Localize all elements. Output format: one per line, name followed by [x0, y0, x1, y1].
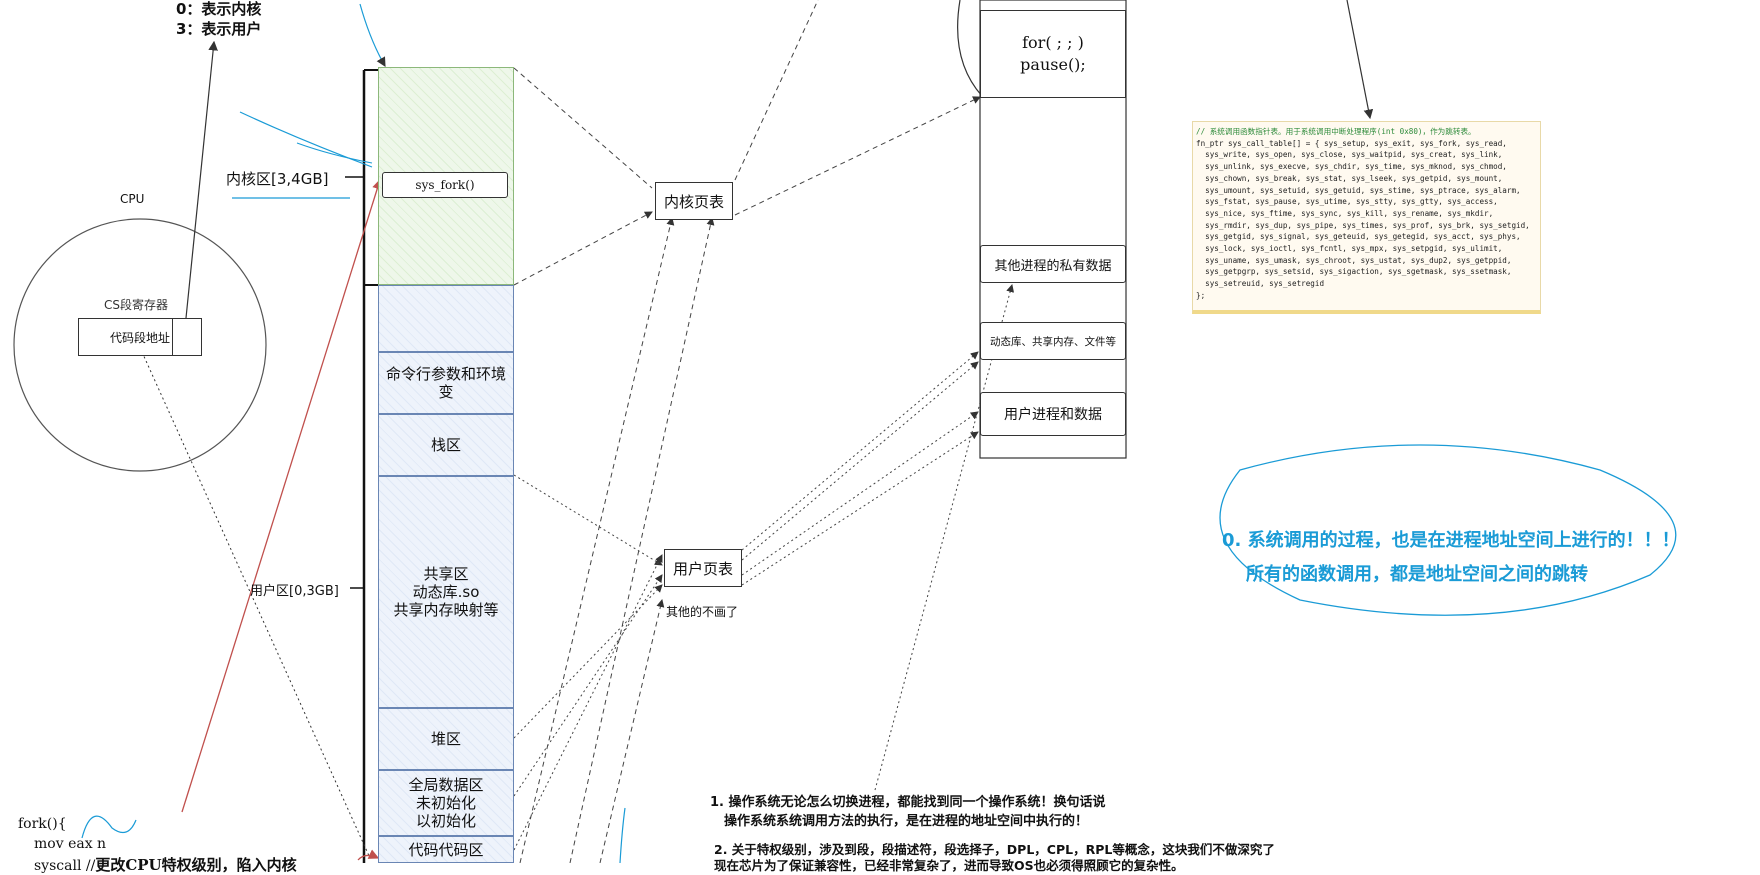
code-line: sys_umount, sys_setuid, sys_getuid, sys_… — [1196, 185, 1521, 195]
idle-loop-block: for( ; ; ) pause(); — [980, 10, 1126, 98]
sys-fork-block: sys_fork() — [382, 172, 508, 198]
note-2-line-1: 2. 关于特权级别，涉及到段，段描述符，段选择子，DPL，CPL，RPL等概念，… — [714, 842, 1275, 857]
shared-label-1: 共享区 — [423, 565, 469, 583]
user-page-table-label: 用户页表 — [672, 559, 733, 578]
cs-register-label: CS段寄存器 — [104, 298, 168, 312]
fork-code-comment: 更改CPU特权级别，陷入内核 — [95, 856, 297, 874]
sys-fork-label: sys_fork() — [415, 178, 475, 192]
register-divider — [172, 318, 173, 356]
heap-label: 堆区 — [430, 730, 461, 748]
code-line: sys_write, sys_open, sys_close, sys_wait… — [1196, 150, 1503, 160]
code-address-label: 代码段地址 — [109, 330, 170, 345]
kernel-page-table-label: 内核页表 — [663, 192, 724, 211]
shared-segment: 共享区 动态库.so 共享内存映射等 — [378, 476, 514, 708]
global-data-label-3: 以初始化 — [415, 812, 476, 830]
code-segment-label: 代码代码区 — [408, 840, 484, 859]
code-comment: // 系统调用函数指针表。用于系统调用中断处理程序(int 0x80)，作为跳转… — [1196, 127, 1476, 136]
global-data-segment: 全局数据区 未初始化 以初始化 — [378, 770, 514, 836]
highlight-line-1: 0. 系统调用的过程，也是在进程地址空间上进行的！！！ — [1222, 530, 1680, 551]
code-line: }; — [1196, 290, 1206, 300]
code-line: sys_getpgrp, sys_setsid, sys_sigaction, … — [1196, 267, 1512, 277]
cmdline-env-label: 命令行参数和环境变 — [385, 365, 506, 401]
idle-loop-line-1: for( ; ; ) — [1022, 33, 1084, 52]
user-process-data-block: 用户进程和数据 — [980, 392, 1126, 436]
kernel-region-label: 内核区[3,4GB] — [226, 170, 329, 188]
user-region-label: 用户区[0,3GB] — [250, 584, 339, 599]
code-line: sys_rmdir, sys_dup, sys_pipe, sys_times,… — [1196, 220, 1530, 230]
global-data-label-1: 全局数据区 — [408, 776, 484, 794]
global-data-label-2: 未初始化 — [415, 794, 476, 812]
code-segment: 代码代码区 — [378, 836, 514, 863]
others-not-drawn-note: 其他的不画了 — [666, 605, 739, 619]
code-line: sys_getgid, sys_signal, sys_geteuid, sys… — [1196, 232, 1521, 242]
user-page-table: 用户页表 — [664, 549, 742, 587]
heap-segment: 堆区 — [378, 708, 514, 770]
code-line: sys_nice, sys_ftime, sys_sync, sys_kill,… — [1196, 208, 1494, 218]
fork-code-line-3: syscall //更改CPU特权级别，陷入内核 — [34, 854, 297, 875]
cpu-circle — [13, 218, 267, 472]
code-line: sys_chown, sys_break, sys_stat, sys_lsee… — [1196, 173, 1503, 183]
code-line: sys_unlink, sys_execve, sys_chdir, sys_t… — [1196, 162, 1507, 172]
reserved-segment — [378, 285, 514, 352]
note-1-line-1: 1. 操作系统无论怎么切换进程，都能找到同一个操作系统！换句话说 — [710, 795, 1106, 810]
stack-label: 栈区 — [430, 436, 461, 454]
other-process-private-data: 其他进程的私有数据 — [980, 245, 1126, 283]
syscall-table-code: // 系统调用函数指针表。用于系统调用中断处理程序(int 0x80)，作为跳转… — [1192, 121, 1541, 314]
cmdline-env-segment: 命令行参数和环境变 — [378, 352, 514, 414]
fork-code-line-1: fork(){ — [18, 816, 67, 832]
other-process-private-data-label: 其他进程的私有数据 — [994, 258, 1112, 274]
kernel-page-table: 内核页表 — [655, 182, 733, 220]
user-process-data-label: 用户进程和数据 — [1004, 407, 1102, 423]
code-line: sys_uname, sys_umask, sys_chroot, sys_us… — [1196, 255, 1512, 265]
fork-code-line-2: mov eax n — [34, 836, 107, 852]
shared-label-3: 共享内存映射等 — [393, 601, 499, 619]
idle-loop-line-2: pause(); — [1020, 55, 1086, 74]
shared-libs-label: 动态库、共享内存、文件等 — [990, 335, 1116, 348]
code-line: fn_ptr sys_call_table[] = { sys_setup, s… — [1196, 138, 1507, 148]
note-1-line-2: 操作系统系统调用方法的执行，是在进程的地址空间中执行的！ — [724, 814, 1089, 829]
privilege-user: 3：表示用户 — [176, 20, 262, 38]
code-address-register: 代码段地址 — [78, 318, 202, 356]
highlight-line-2: 所有的函数调用，都是地址空间之间的跳转 — [1246, 564, 1588, 585]
fork-code-syscall: syscall // — [34, 858, 96, 874]
note-2-line-2: 现在芯片为了保证兼容性，已经非常复杂了，进而导致OS也必须得照顾它的复杂性。 — [714, 858, 1184, 873]
shared-label-2: 动态库.so — [412, 583, 480, 601]
cpu-title: CPU — [120, 192, 145, 206]
shared-libs-block: 动态库、共享内存、文件等 — [980, 322, 1126, 360]
privilege-kernel: 0：表示内核 — [176, 0, 262, 18]
stack-segment: 栈区 — [378, 414, 514, 476]
code-line: sys_fstat, sys_pause, sys_utime, sys_stt… — [1196, 197, 1498, 207]
code-line: sys_setreuid, sys_setregid — [1196, 279, 1325, 289]
code-line: sys_lock, sys_ioctl, sys_fcntl, sys_mpx,… — [1196, 244, 1503, 254]
